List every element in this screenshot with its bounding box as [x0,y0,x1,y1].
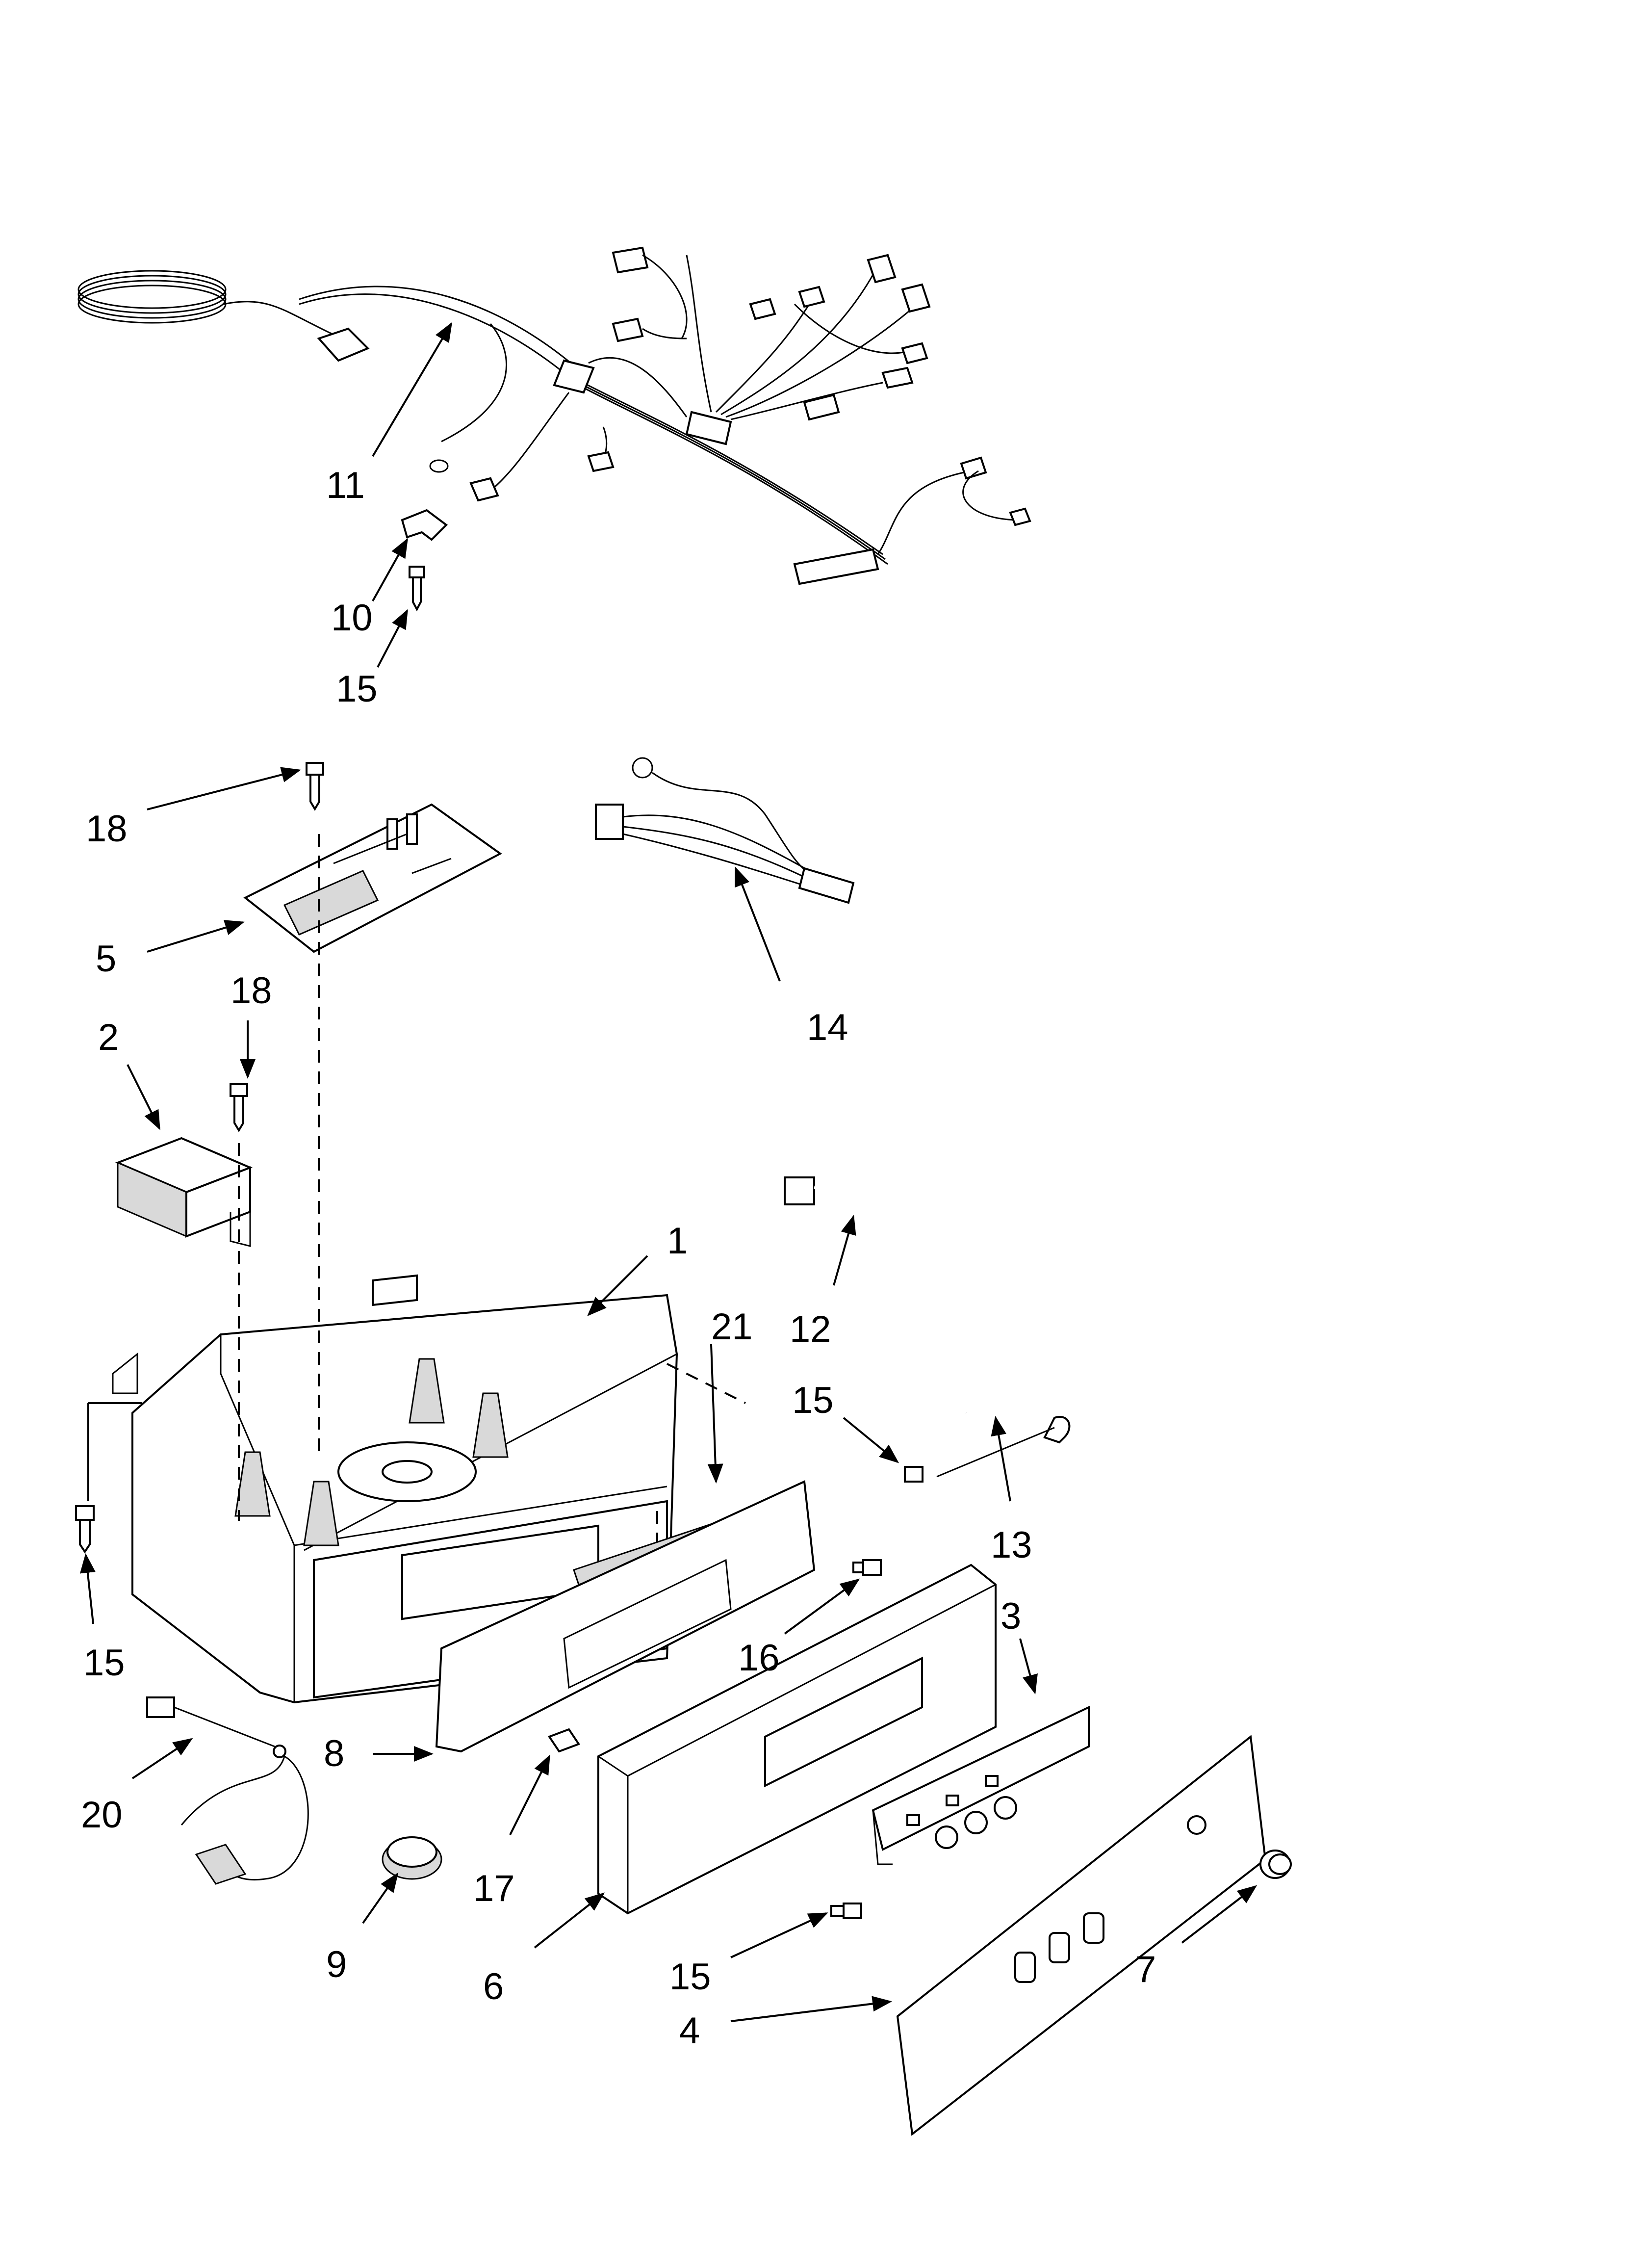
wire-harness-14 [595,757,855,904]
callout-14: 14 [807,1007,848,1048]
cord-12 [784,1176,969,1414]
screw-18-transformer [230,1083,248,1132]
callout-17: 17 [473,1868,515,1909]
callout-6: 6 [483,1966,504,2007]
callout-3: 3 [1001,1595,1021,1637]
callout-18: 18 [86,808,128,850]
button-panel-3 [872,1705,1090,1865]
knob-7 [1259,1850,1292,1879]
transformer-2 [115,1137,253,1247]
callout-8: 8 [324,1733,344,1774]
callout-7: 7 [1135,1949,1156,1990]
callout-4: 4 [679,2010,700,2052]
callout-labels: 11 10 15 18 5 18 2 14 1 21 12 15 13 3 16… [81,465,1156,2052]
knob-9 [382,1836,442,1880]
callout-21: 21 [711,1306,753,1348]
callout-16: 16 [738,1637,780,1679]
callout-12: 12 [790,1308,831,1350]
callout-20: 20 [81,1794,123,1836]
screw-15-left [75,1505,95,1554]
bracket-8 [435,1480,816,1753]
clip-13 [936,1416,1071,1478]
clip-17 [547,1728,581,1753]
leader-arrows [79,322,1257,2022]
screw-15-top [409,566,425,612]
callout-2: 2 [98,1017,119,1058]
callout-10: 10 [331,597,373,639]
callout-11: 11 [326,465,365,506]
wire-harness-11 [77,246,1031,585]
sensor-lead-20 [146,1696,309,1885]
callout-9: 9 [326,1944,347,1985]
callout-13: 13 [991,1524,1032,1566]
callout-15: 15 [669,1956,711,1998]
callout-18: 18 [231,970,272,1012]
control-board-5 [243,803,502,953]
screw-15-console [830,1903,862,1919]
callout-1: 1 [667,1220,688,1262]
callout-15: 15 [792,1380,834,1421]
screw-18-board [306,762,324,811]
screw-15-clip [904,1466,924,1483]
callout-5: 5 [96,938,116,980]
console-6 [597,1564,997,1915]
clip-10 [401,509,448,541]
screw-16 [852,1559,882,1576]
callout-15: 15 [83,1642,125,1684]
callout-15: 15 [336,668,378,710]
